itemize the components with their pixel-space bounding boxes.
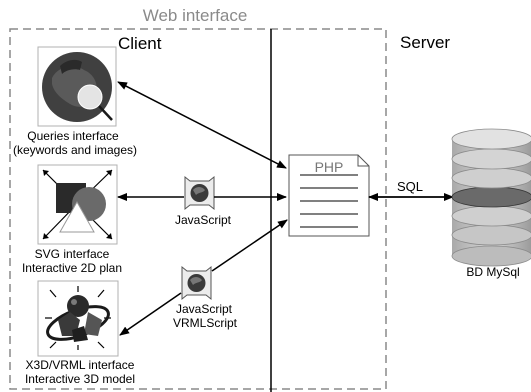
x3d-vrml-interface-label-2: Interactive 3D model <box>25 372 135 386</box>
database-icon <box>451 128 531 267</box>
svg-interface-label-1: SVG interface <box>35 247 110 261</box>
sql-label: SQL <box>397 179 423 194</box>
web-interface-boundary <box>9 28 387 390</box>
queries-interface-icon <box>37 46 117 127</box>
javascript-vrmlscript-label-1: JavaScript <box>176 302 233 316</box>
php-document-icon <box>288 154 370 237</box>
queries-interface-label-2: (keywords and images) <box>13 143 137 157</box>
svg-interface-label-2: Interactive 2D plan <box>22 261 122 275</box>
php-label: PHP <box>315 159 344 175</box>
svg-interface-icon <box>37 164 118 245</box>
client-label: Client <box>118 34 162 53</box>
x3d-vrml-interface-icon <box>37 280 119 357</box>
x3d-vrml-interface-label-1: X3D/VRML interface <box>26 358 135 372</box>
web-interface-title: Web interface <box>143 6 248 25</box>
javascript-vrmlscript-plugin-icon <box>181 265 212 301</box>
javascript-connector-label: JavaScript <box>175 213 232 227</box>
queries-interface-label-1: Queries interface <box>27 129 119 143</box>
server-label: Server <box>400 33 450 52</box>
arrow-plugin2-php <box>211 219 288 272</box>
javascript-vrmlscript-label-2: VRMLScript <box>173 316 238 330</box>
arrow-x3d-plugin <box>119 292 182 336</box>
javascript-plugin-icon <box>184 175 215 211</box>
arrow-queries-php <box>117 81 287 169</box>
database-label: BD MySql <box>466 265 519 279</box>
